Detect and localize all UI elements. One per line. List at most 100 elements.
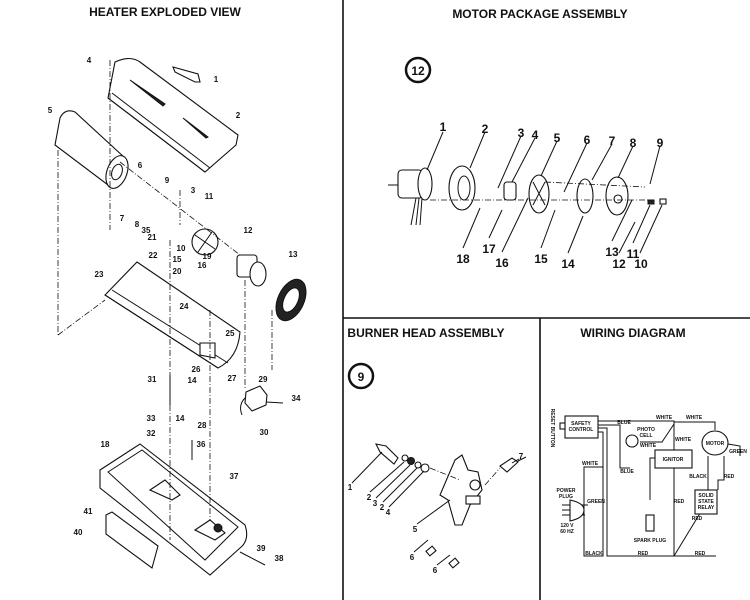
ignitor-label: IGNITOR bbox=[663, 457, 684, 463]
heater-exploded-view: HEATER EXPLODED VIEW bbox=[48, 5, 307, 576]
callout: 17 bbox=[482, 242, 496, 256]
motor-badge: 12 bbox=[411, 64, 425, 78]
callout: 36 bbox=[197, 440, 206, 449]
callout: 7 bbox=[609, 134, 616, 148]
callout: 25 bbox=[226, 329, 235, 338]
wire-label: GREEN bbox=[587, 499, 605, 505]
spark-plug-label: SPARK PLUG bbox=[634, 538, 667, 544]
power-plug-label: PLUG bbox=[559, 494, 573, 500]
burner-parts bbox=[375, 443, 527, 569]
motor-leaders bbox=[426, 131, 663, 254]
photo-cell-label: PHOTO bbox=[637, 427, 655, 433]
solid-state-relay-box bbox=[694, 489, 718, 515]
callout: 3 bbox=[191, 186, 196, 195]
callout: 12 bbox=[244, 226, 253, 235]
heater-callouts: 1 2 3 4 5 6 7 8 9 10 11 12 13 14 14 15 1… bbox=[48, 56, 301, 563]
callout: 3 bbox=[518, 126, 525, 140]
callout: 6 bbox=[138, 161, 143, 170]
callout: 12 bbox=[612, 257, 626, 271]
wire-label: WHITE bbox=[686, 415, 703, 421]
motor-callouts: 1 2 3 4 5 6 7 8 9 18 17 16 15 14 13 12 1… bbox=[440, 120, 664, 271]
voltage-label: 60 HZ bbox=[560, 529, 574, 535]
callout: 10 bbox=[177, 244, 186, 253]
callout: 27 bbox=[228, 374, 237, 383]
callout: 31 bbox=[148, 375, 157, 384]
wire-label: WHITE bbox=[640, 443, 657, 449]
motor-package-assembly: MOTOR PACKAGE ASSEMBLY 12 bbox=[388, 7, 667, 271]
assembly-lines bbox=[57, 60, 273, 566]
wire-label: RED bbox=[695, 551, 706, 557]
photo-cell bbox=[625, 434, 639, 448]
wire-labels: WHITE WHITE BLUE WHITE WHITE WHITE BLUE … bbox=[582, 415, 747, 557]
wire-label: BLACK bbox=[689, 474, 707, 480]
safety-control-label: SAFETY bbox=[571, 421, 591, 427]
burner-badge-circle bbox=[347, 362, 375, 390]
callout: 14 bbox=[188, 376, 197, 385]
callout: 14 bbox=[561, 257, 575, 271]
callout: 29 bbox=[259, 375, 268, 384]
callout: 6 bbox=[584, 133, 591, 147]
callout: 6 bbox=[433, 566, 438, 575]
callout: 4 bbox=[87, 56, 92, 65]
callout: 40 bbox=[74, 528, 83, 537]
callout: 2 bbox=[367, 493, 372, 502]
callout: 4 bbox=[532, 128, 539, 142]
wire-label: WHITE bbox=[656, 415, 673, 421]
combustion-chamber bbox=[54, 110, 129, 189]
callout: 23 bbox=[95, 270, 104, 279]
callout: 33 bbox=[147, 414, 156, 423]
burner-callouts: 1 2 3 2 4 5 6 6 7 bbox=[348, 452, 524, 575]
burner-leaders bbox=[351, 451, 520, 566]
motor-title: MOTOR PACKAGE ASSEMBLY bbox=[452, 7, 627, 21]
burner-badge: 9 bbox=[358, 370, 365, 384]
callout: 10 bbox=[634, 257, 648, 271]
callout: 16 bbox=[198, 261, 207, 270]
callout: 1 bbox=[348, 483, 353, 492]
motor-label: MOTOR bbox=[706, 441, 725, 447]
ignitor bbox=[240, 385, 284, 416]
callout: 11 bbox=[627, 247, 640, 261]
reset-button-label: RESET BUTTON bbox=[549, 409, 555, 448]
callout: 5 bbox=[413, 525, 418, 534]
callout: 15 bbox=[173, 255, 182, 264]
callout: 20 bbox=[173, 267, 182, 276]
wire-label: RED bbox=[692, 516, 703, 522]
callout: 39 bbox=[257, 544, 266, 553]
heater-title: HEATER EXPLODED VIEW bbox=[89, 5, 241, 19]
callout: 13 bbox=[605, 245, 619, 259]
callout: 30 bbox=[260, 428, 269, 437]
callout: 15 bbox=[534, 252, 548, 266]
voltage-label: 120 V bbox=[560, 523, 574, 529]
burner-head-assembly: BURNER HEAD ASSEMBLY 9 bbox=[347, 326, 527, 575]
motor bbox=[236, 254, 267, 287]
callout: 5 bbox=[48, 106, 53, 115]
fan-blade bbox=[191, 228, 219, 256]
safety-control-label: CONTROL bbox=[569, 427, 594, 433]
photo-cell-label: CELL bbox=[639, 433, 652, 439]
callout: 7 bbox=[120, 214, 125, 223]
callout: 19 bbox=[203, 252, 212, 261]
callout: 9 bbox=[165, 176, 170, 185]
callout: 16 bbox=[495, 256, 509, 270]
callout: 35 bbox=[142, 226, 151, 235]
callout: 37 bbox=[230, 472, 239, 481]
callout: 3 bbox=[373, 499, 378, 508]
upper-shell bbox=[107, 57, 239, 173]
callout: 34 bbox=[292, 394, 301, 403]
wire-label: RED bbox=[638, 551, 649, 557]
callout: 2 bbox=[482, 122, 489, 136]
callout: 18 bbox=[101, 440, 110, 449]
callout: 2 bbox=[236, 111, 241, 120]
burner-title: BURNER HEAD ASSEMBLY bbox=[347, 326, 504, 340]
wiring-diagram: WIRING DIAGRAM SAFETY CONTROL RESET BUTT… bbox=[549, 326, 747, 557]
callout: 11 bbox=[205, 192, 214, 201]
callout: 2 bbox=[380, 503, 385, 512]
ignitor-box bbox=[654, 449, 693, 469]
callout: 28 bbox=[198, 421, 207, 430]
wire-label: RED bbox=[674, 499, 685, 505]
relay-label: STATE bbox=[698, 499, 714, 505]
callout: 1 bbox=[214, 75, 219, 84]
fuel-tank bbox=[99, 443, 248, 576]
reset-button bbox=[559, 422, 566, 430]
